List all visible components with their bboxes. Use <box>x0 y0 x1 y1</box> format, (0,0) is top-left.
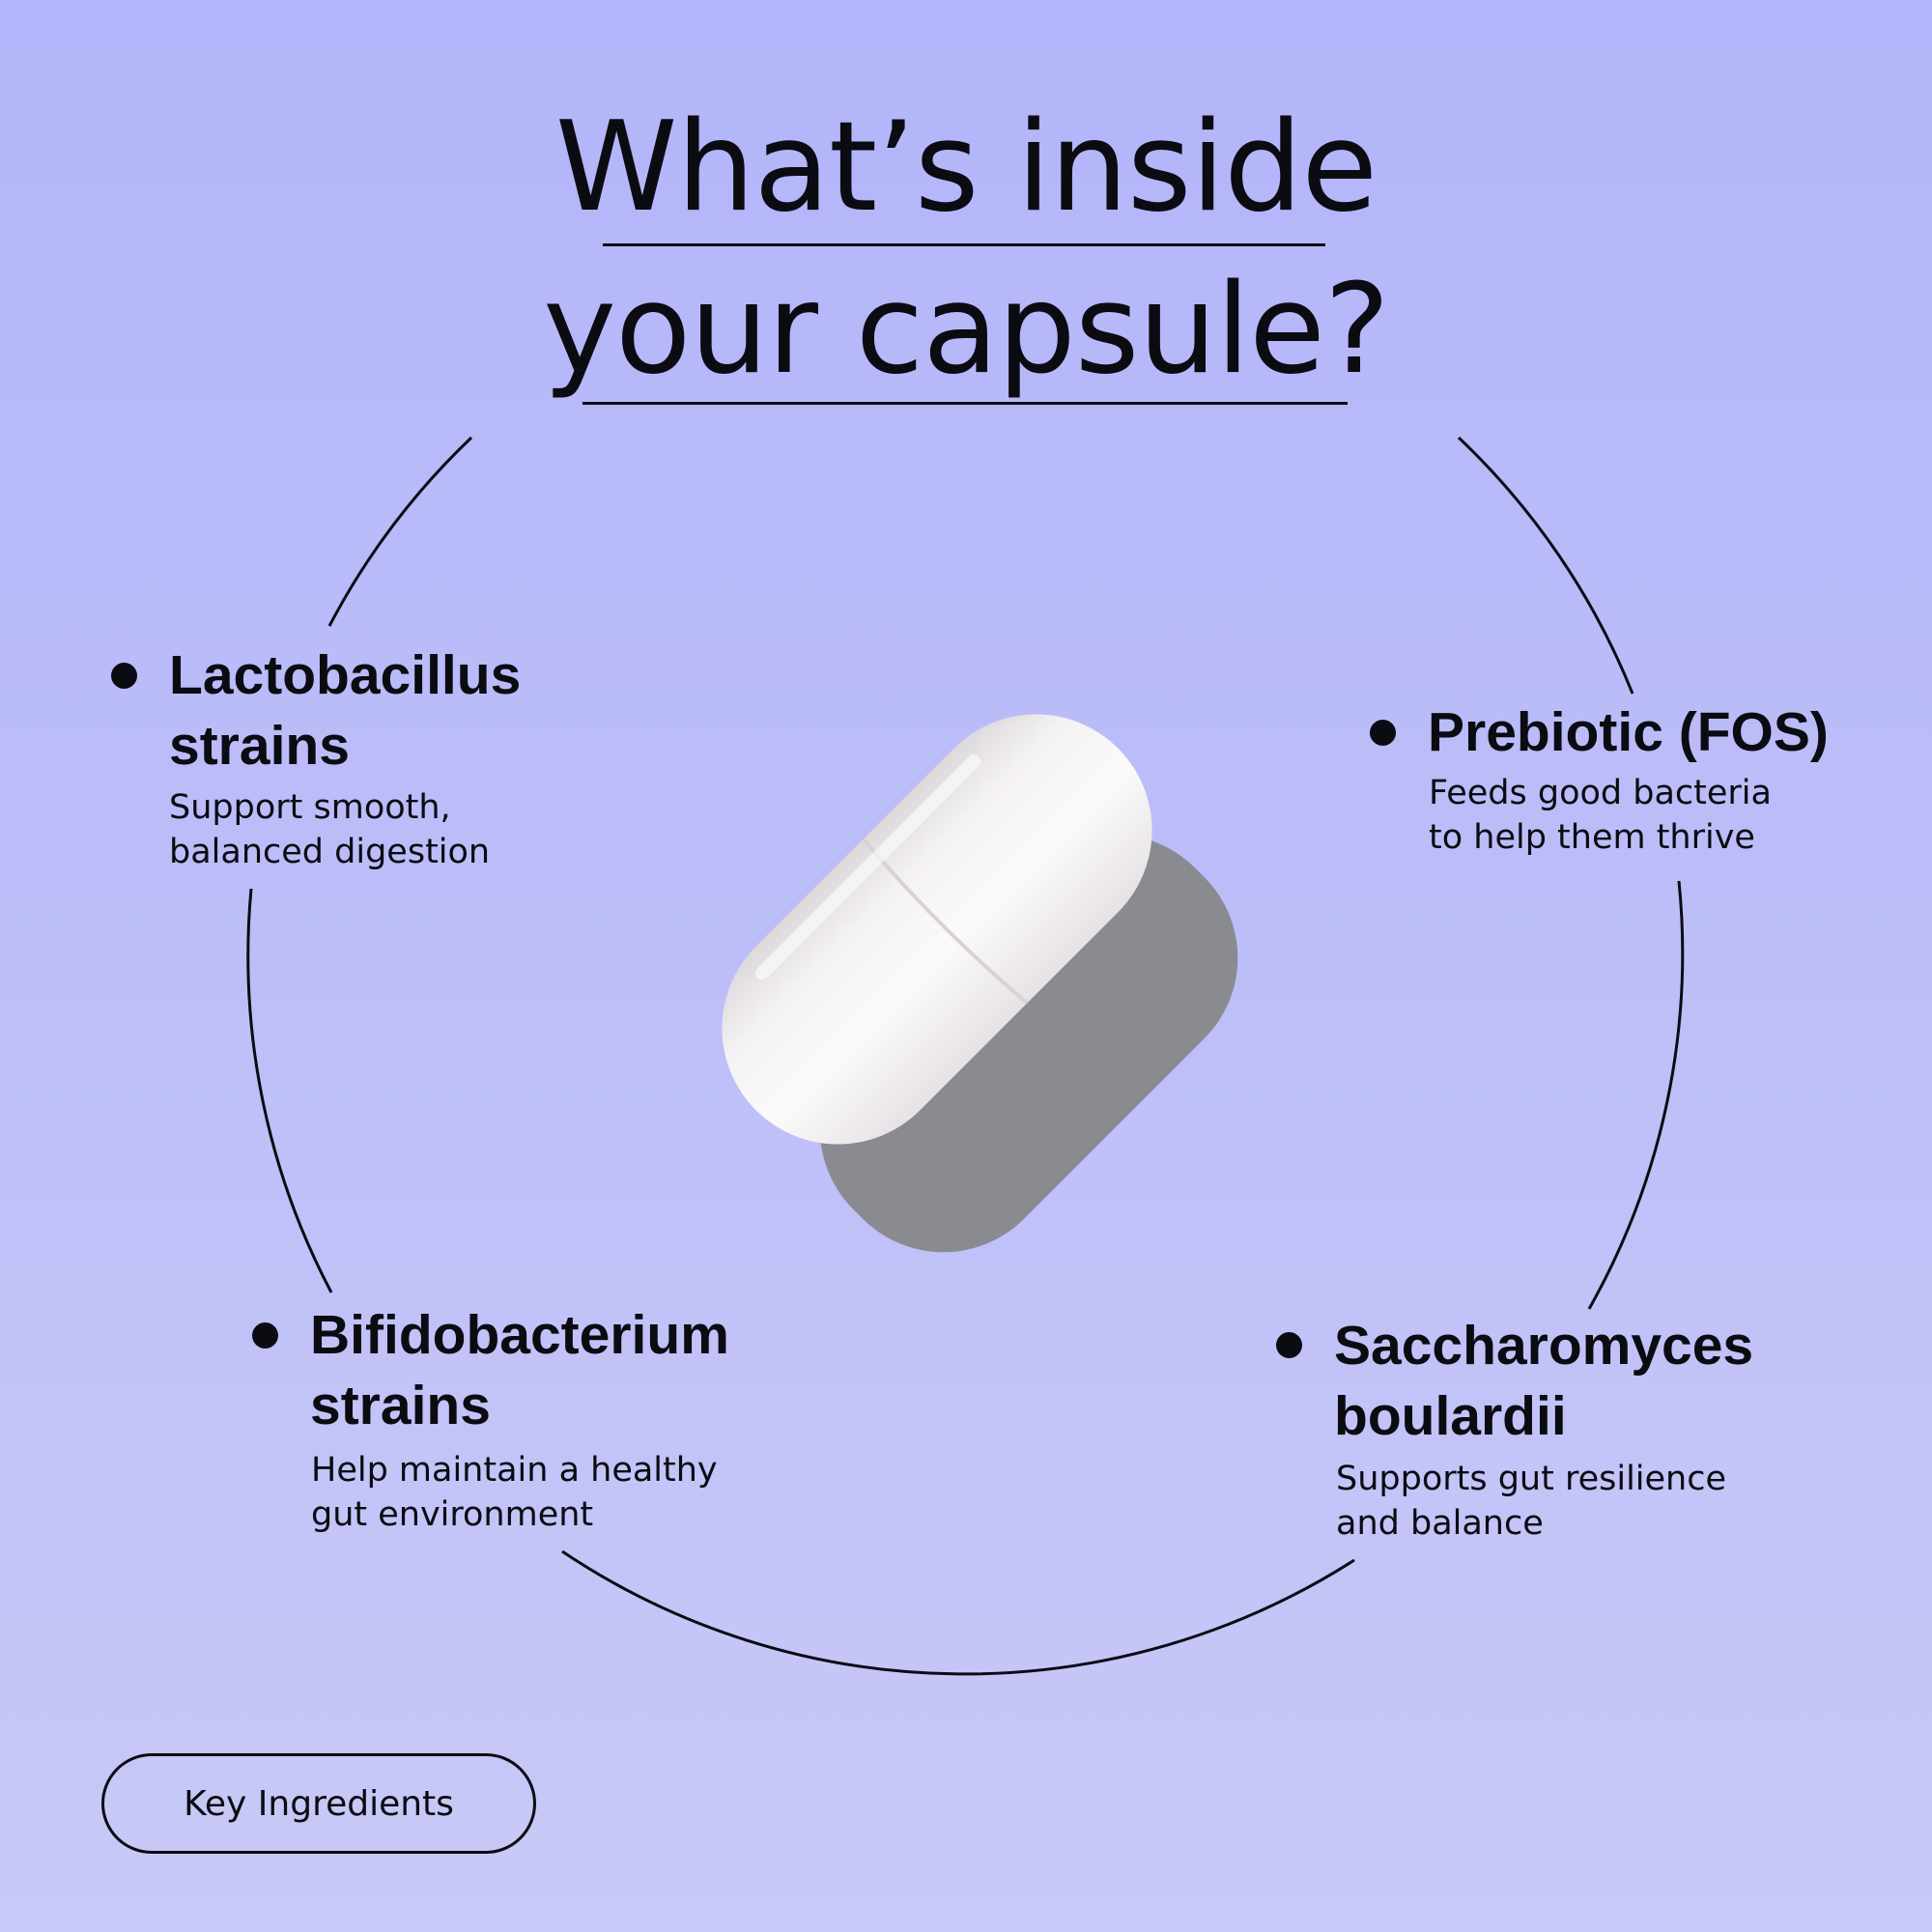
ingredient-name: Prebiotic (FOS) <box>1428 701 1829 763</box>
ingredient-name: Bifidobacterium <box>310 1304 729 1366</box>
ingredient-name: Saccharomyces <box>1334 1315 1754 1377</box>
ingredient-description: Supports gut resilience <box>1336 1460 1727 1498</box>
capsule-shadow <box>819 834 1238 1253</box>
page-title-line-2: your capsule? <box>543 258 1390 402</box>
ingredient-name: strains <box>310 1375 491 1436</box>
ingredient-description: to help them thrive <box>1429 818 1755 857</box>
ingredient-description: and balance <box>1336 1504 1544 1543</box>
page-title-line-1: What’s inside <box>554 96 1378 240</box>
ingredient-description: Feeds good bacteria <box>1429 774 1772 812</box>
bullet-icon <box>252 1322 278 1349</box>
ingredient-name: Lactobacillus <box>169 644 522 706</box>
ingredient-description: Help maintain a healthy <box>311 1451 718 1490</box>
ingredient-description: gut environment <box>311 1495 594 1534</box>
bullet-icon <box>1370 720 1396 746</box>
title-underline-2 <box>582 402 1348 405</box>
ingredient-description: Support smooth, <box>169 788 451 827</box>
bullet-icon <box>1276 1332 1302 1358</box>
bullet-icon <box>111 663 137 689</box>
ingredient-description: balanced digestion <box>169 833 491 871</box>
key-ingredients-badge: Key Ingredients <box>101 1753 536 1854</box>
ingredient-name: strains <box>169 715 350 777</box>
capsule-icon <box>722 714 1152 1145</box>
title-underline-1 <box>603 243 1325 246</box>
ring-circle <box>246 436 1685 1676</box>
ingredient-name: boulardii <box>1334 1385 1567 1447</box>
